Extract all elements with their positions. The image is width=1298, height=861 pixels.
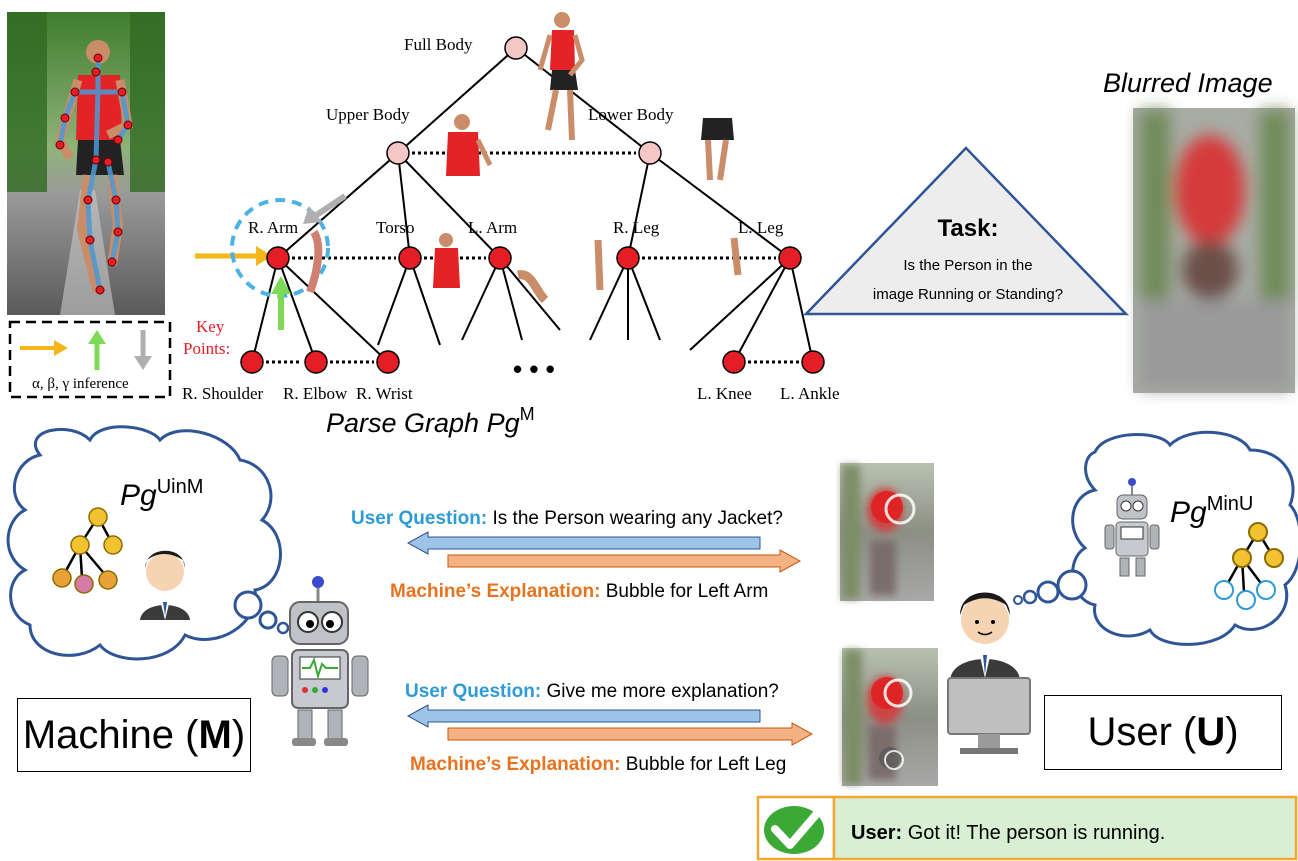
- thumb-torso: [433, 233, 460, 288]
- gamma-inference-arrow: [313, 193, 347, 219]
- task-line-2: image Running or Standing?: [873, 286, 1063, 303]
- label-l-ankle: L. Ankle: [780, 384, 840, 403]
- machine-label-letter: M: [198, 712, 232, 757]
- machine-label-close: ): [231, 712, 246, 757]
- user-thought-robot: [1104, 478, 1160, 577]
- task-triangle: [803, 146, 1129, 316]
- label-l-knee: L. Knee: [697, 384, 752, 403]
- label-upper-body: Upper Body: [326, 105, 410, 124]
- thumb-l-leg: [730, 237, 742, 276]
- dialog-2-answer: Machine’s Explanation: Bubble for Left L…: [410, 754, 786, 775]
- blurred-image-title: Blurred Image: [1103, 68, 1273, 98]
- node-torso: [398, 246, 422, 270]
- node-l-knee: [722, 350, 746, 374]
- machine-label-text: Machine (: [22, 712, 199, 757]
- legend-inference-text: α, β, γ inference: [32, 376, 129, 392]
- user-thought-cloud: PgMinU: [1013, 430, 1298, 646]
- final-answer-text: User: Got it! The person is running.: [851, 822, 1165, 844]
- task-title: Task:: [938, 215, 999, 242]
- machine-robot: [271, 576, 369, 746]
- node-r-arm: [266, 246, 290, 270]
- node-lower-body: [638, 141, 662, 165]
- machine-thought-user-avatar: [140, 550, 190, 620]
- runner-photo: [7, 12, 165, 315]
- label-r-arm: R. Arm: [248, 218, 298, 237]
- node-r-elbow: [304, 350, 328, 374]
- node-r-leg: [616, 246, 640, 270]
- label-r-elbow: R. Elbow: [283, 384, 348, 403]
- dialog-1-answer: Machine’s Explanation: Bubble for Left A…: [390, 581, 768, 602]
- dialog-1-question: User Question: Is the Person wearing any…: [351, 508, 783, 529]
- machine-thought-label: PgUinM: [120, 476, 203, 512]
- node-upper-body: [386, 141, 410, 165]
- computer-monitor-icon: [947, 677, 1031, 735]
- body-part-thumbnails: [306, 12, 742, 304]
- thumb-lower-body: [701, 118, 734, 181]
- node-l-arm: [488, 246, 512, 270]
- parse-graph-relations: [266, 151, 799, 364]
- thumb-r-arm: [306, 229, 323, 294]
- checkmark-icon: [764, 806, 824, 854]
- explanation-image-1: [840, 463, 934, 601]
- user-label-letter: U: [1196, 710, 1226, 754]
- label-torso: Torso: [376, 218, 414, 237]
- label-r-wrist: R. Wrist: [356, 384, 413, 403]
- inference-legend: α, β, γ inference: [8, 320, 172, 399]
- label-l-arm: L. Arm: [468, 218, 517, 237]
- user-thought-label: PgMinU: [1170, 493, 1253, 529]
- user-label-box: User (U): [1044, 695, 1282, 770]
- label-r-leg: R. Leg: [613, 218, 660, 237]
- user-person: [947, 592, 1031, 754]
- user-label-close: ): [1225, 710, 1239, 754]
- node-l-leg: [778, 246, 802, 270]
- thumb-r-leg: [594, 239, 604, 291]
- blurred-image: [1133, 108, 1295, 393]
- thumb-full-body: [537, 12, 585, 141]
- node-full-body: [504, 36, 528, 60]
- explanation-image-2: [842, 648, 938, 786]
- final-answer: User: Got it! The person is running.: [756, 795, 1298, 861]
- label-key-points-1: Key: [196, 317, 225, 336]
- label-key-points-2: Points:: [183, 339, 230, 358]
- user-label-text: User (: [1087, 710, 1197, 754]
- parse-graph-edges: [251, 47, 814, 363]
- task-line-1: Is the Person in the: [903, 257, 1032, 274]
- label-l-leg: L. Leg: [738, 218, 784, 237]
- dialog-1-arrows: [406, 531, 802, 573]
- label-lower-body: Lower Body: [588, 105, 674, 124]
- label-ellipsis: • • •: [513, 354, 555, 384]
- label-r-shoulder: R. Shoulder: [182, 384, 264, 403]
- label-full-body: Full Body: [404, 35, 473, 54]
- machine-thought-cloud: PgUinM: [6, 425, 290, 661]
- node-l-ankle: [801, 350, 825, 374]
- machine-label-box: Machine (M): [17, 698, 251, 772]
- dialog-2-question: User Question: Give me more explanation?: [405, 681, 779, 702]
- parse-graph-caption: Parse Graph PgM: [326, 404, 535, 438]
- thumb-upper-body: [446, 114, 493, 176]
- node-r-shoulder: [240, 350, 264, 374]
- thumb-l-arm: [517, 270, 549, 304]
- dialog-2-arrows: [406, 704, 814, 746]
- node-r-wrist: [376, 350, 400, 374]
